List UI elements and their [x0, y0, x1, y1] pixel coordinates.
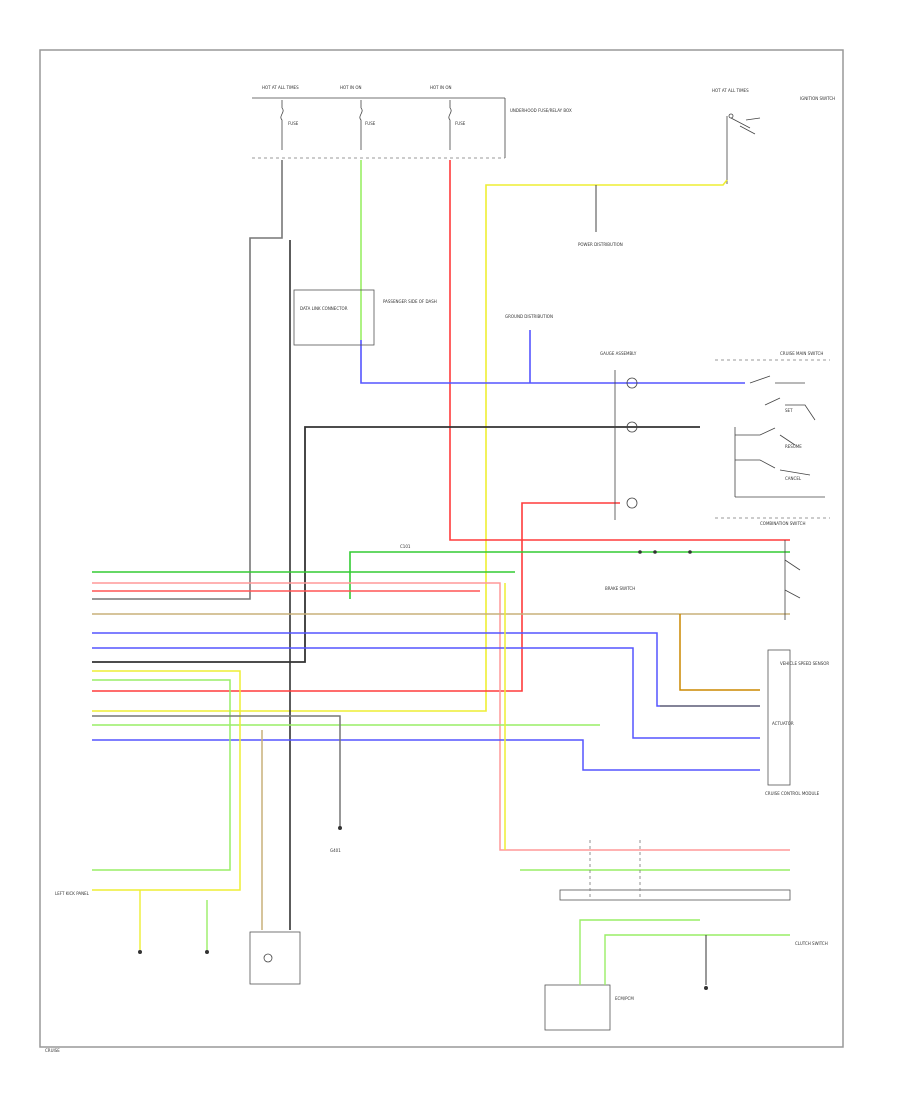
hot-label-3: HOT IN ON — [430, 85, 451, 90]
cancel-switch-icon — [735, 459, 811, 476]
ecm-connector: ECM/PCM CLUTCH SWITCH — [544, 840, 828, 1031]
sensor-connector-icon — [205, 950, 209, 954]
cruise-control-module: CRUISE CONTROL MODULE ACTUATOR VEHICLE S… — [765, 649, 829, 796]
panel-label: UNDERHOOD FUSE/RELAY BOX — [510, 108, 572, 113]
clutch-switch-label: CLUTCH SWITCH — [795, 941, 828, 946]
indicator-lamp-1-icon — [626, 377, 638, 389]
dlc-side-label: PASSENGER SIDE OF DASH — [383, 299, 437, 304]
lower-left-components: LEFT KICK PANEL G401 C101 — [55, 544, 411, 985]
brake-switch-icon — [784, 559, 801, 599]
gauge-assembly: GAUGE ASSEMBLY — [600, 351, 638, 520]
ignition-terminal-icon — [728, 113, 734, 119]
cruise-main-switch-icon — [749, 375, 805, 384]
combo-switch-label: COMBINATION SWITCH — [760, 521, 805, 526]
hot-label-1: HOT AT ALL TIMES — [262, 85, 299, 90]
cruise-main-label: CRUISE MAIN SWITCH — [780, 351, 823, 356]
fuse-label-2: FUSE — [365, 121, 376, 126]
connector-label: C101 — [400, 544, 411, 549]
actuator-label: ACTUATOR — [772, 721, 794, 726]
ecm-ground-icon — [704, 986, 708, 990]
ignition-hot-label: HOT AT ALL TIMES — [712, 88, 749, 93]
fuse-1-icon — [280, 100, 284, 150]
cancel-label: CANCEL — [785, 476, 802, 481]
fuse-3-icon — [448, 100, 452, 150]
actuator-motor-icon — [263, 953, 273, 963]
brake-switch-label: BRAKE SWITCH — [605, 586, 635, 591]
footer-code: CRUISE — [45, 1048, 60, 1053]
brake-switch: BRAKE SWITCH — [605, 540, 801, 620]
fuse-label-1: FUSE — [288, 121, 299, 126]
indicator-lamp-3-icon — [626, 497, 638, 509]
actuator-box — [249, 931, 301, 985]
left-kick-label: LEFT KICK PANEL — [55, 891, 90, 896]
ground-label: G401 — [330, 848, 341, 853]
power-dist-label: POWER DISTRIBUTION — [578, 242, 623, 247]
ignition-switch: HOT AT ALL TIMES IGNITION SWITCH — [712, 88, 835, 184]
fuse-block: HOT AT ALL TIMES HOT IN ON HOT IN ON FUS… — [252, 85, 572, 159]
hot-label-2: HOT IN ON — [340, 85, 361, 90]
resume-switch-icon — [735, 427, 796, 446]
indicator-lamp-2-icon — [626, 421, 638, 433]
ignition-label: IGNITION SWITCH — [800, 96, 835, 101]
combination-switch: CRUISE MAIN SWITCH SET RESUME CANCEL COM… — [715, 351, 830, 526]
ground-dist-label: GROUND DISTRIBUTION — [505, 314, 553, 319]
data-link-connector-box — [293, 289, 375, 346]
ecm-label: ECM/PCM — [615, 996, 634, 1001]
set-switch-icon — [764, 397, 816, 421]
resume-label: RESUME — [785, 444, 802, 449]
gauge-assembly-label: GAUGE ASSEMBLY — [600, 351, 637, 356]
vss-label: VEHICLE SPEED SENSOR — [780, 661, 829, 666]
sensor-ground-icon — [138, 950, 142, 954]
ground-point-icon — [338, 826, 342, 830]
fuse-label-3: FUSE — [455, 121, 466, 126]
ecm-box — [544, 984, 611, 1031]
set-label: SET — [785, 408, 793, 413]
dlc-label: DATA LINK CONNECTOR — [300, 306, 348, 311]
fuse-2-icon — [359, 100, 363, 150]
diagram-frame — [39, 49, 844, 1048]
module-label: CRUISE CONTROL MODULE — [765, 791, 820, 796]
